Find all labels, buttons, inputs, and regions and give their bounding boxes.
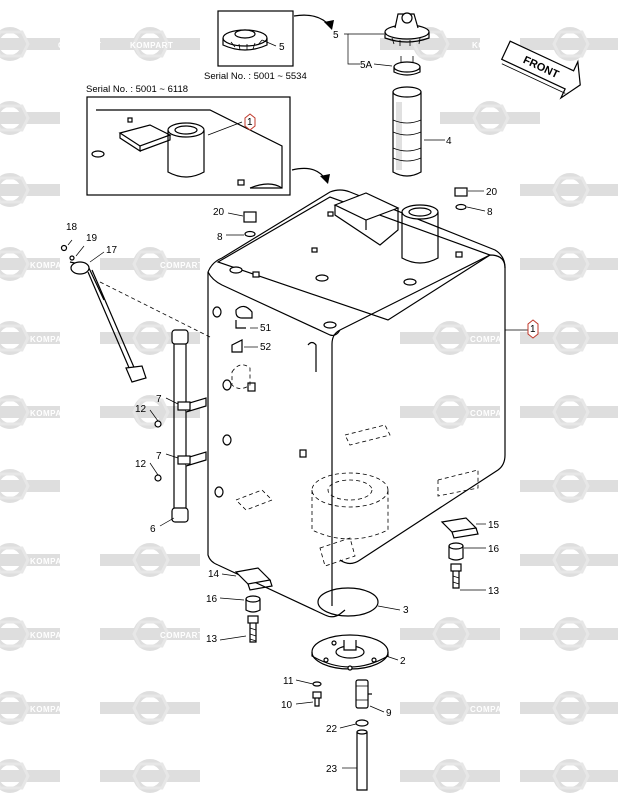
inset-top: 5 Serial No. : 5001 ~ 5534 [204, 10, 334, 82]
inset-left-frame [86, 96, 291, 196]
callout-5a: 5A [360, 60, 373, 71]
callout-16-left: 16 [206, 594, 218, 605]
callout-12-upper: 12 [135, 404, 147, 415]
suction-cover: 2 [311, 634, 406, 671]
callout-8-right: 8 [487, 207, 493, 218]
watermark-text: KOMPART [30, 409, 73, 418]
callout-10: 10 [281, 700, 293, 711]
callout-52: 52 [260, 342, 272, 353]
watermark-text: COMPART [470, 335, 513, 344]
filler-cap-assembly: 5 5A 4 [333, 12, 452, 177]
callout-3: 3 [403, 605, 409, 616]
level-gauge: 18 19 17 [60, 222, 213, 383]
callout-5: 5 [333, 30, 339, 41]
callout-1-marker: 1 [505, 319, 539, 339]
inset-top-serial: Serial No. : 5001 ~ 5534 [204, 71, 307, 82]
tank-corner-edge [331, 329, 341, 555]
hydraulic-tank: 51 52 [207, 189, 506, 618]
callout-8-left: 8 [217, 232, 223, 243]
inset-top-frame [217, 10, 294, 67]
o-ring: 3 [317, 587, 409, 617]
callout-17: 17 [106, 245, 118, 256]
watermark-text: COMPART [470, 705, 513, 714]
watermark-text: KOMPART [30, 335, 73, 344]
filler-strainer [392, 86, 422, 177]
callout-19: 19 [86, 233, 98, 244]
filler-strainer-ring [393, 61, 421, 73]
sight-tube: 7 7 12 12 6 [135, 329, 207, 535]
callout-12-lower: 12 [135, 459, 147, 470]
watermark-text: COMPART [160, 631, 203, 640]
watermark-text: COMPART [470, 409, 513, 418]
inset-left: Serial No. : 5001 ~ 6118 1 [86, 84, 330, 196]
watermark-text: KOMPART [30, 705, 73, 714]
callout-2: 2 [400, 656, 406, 667]
watermark-text: COMPART [58, 41, 101, 50]
callout-20-right: 20 [486, 187, 498, 198]
watermark-text: KOMPART [30, 261, 73, 270]
watermark-text: COMPART [160, 261, 203, 270]
callout-inset-5: 5 [279, 42, 285, 53]
callout-7-lower: 7 [156, 451, 162, 462]
breather-right: 20 8 [454, 187, 498, 218]
callout-11: 11 [283, 676, 294, 687]
callout-16-right: 16 [488, 544, 500, 555]
watermark-text: KOMPART [30, 557, 73, 566]
callout-9: 9 [386, 708, 392, 719]
callout-7-upper: 7 [156, 394, 162, 405]
tank-top-plate [333, 192, 400, 221]
watermark-text: KOMPART [30, 631, 73, 640]
mount-left: 14 16 13 [206, 567, 273, 645]
callout-4: 4 [446, 136, 452, 147]
callout-20-left: 20 [213, 207, 225, 218]
callout-22: 22 [326, 724, 338, 735]
callout-inset-1: 1 [247, 117, 253, 128]
watermark-text: KOMPART [472, 41, 515, 50]
callout-15: 15 [488, 520, 500, 531]
callout-51: 51 [260, 323, 272, 334]
cover-bolt: 11 10 [281, 676, 322, 711]
watermark-text: KOMPART [130, 41, 173, 50]
watermark-text-layer: COMPART KOMPART KOMPART KOMPART COMPART … [30, 41, 515, 714]
suction-strainer: 9 22 23 [326, 679, 392, 791]
mount-right: 15 16 13 [440, 517, 500, 597]
watermark-layer [0, 30, 618, 790]
breather-left: 20 8 [213, 207, 257, 243]
callout-13-right: 13 [488, 586, 500, 597]
callout-13-left: 13 [206, 634, 218, 645]
callout-23: 23 [326, 764, 338, 775]
callout-1: 1 [530, 324, 536, 335]
inset-left-serial: Serial No. : 5001 ~ 6118 [86, 84, 188, 95]
tank-left-face [207, 272, 219, 566]
callout-6: 6 [150, 524, 156, 535]
callout-14: 14 [208, 569, 220, 580]
callout-18: 18 [66, 222, 78, 233]
